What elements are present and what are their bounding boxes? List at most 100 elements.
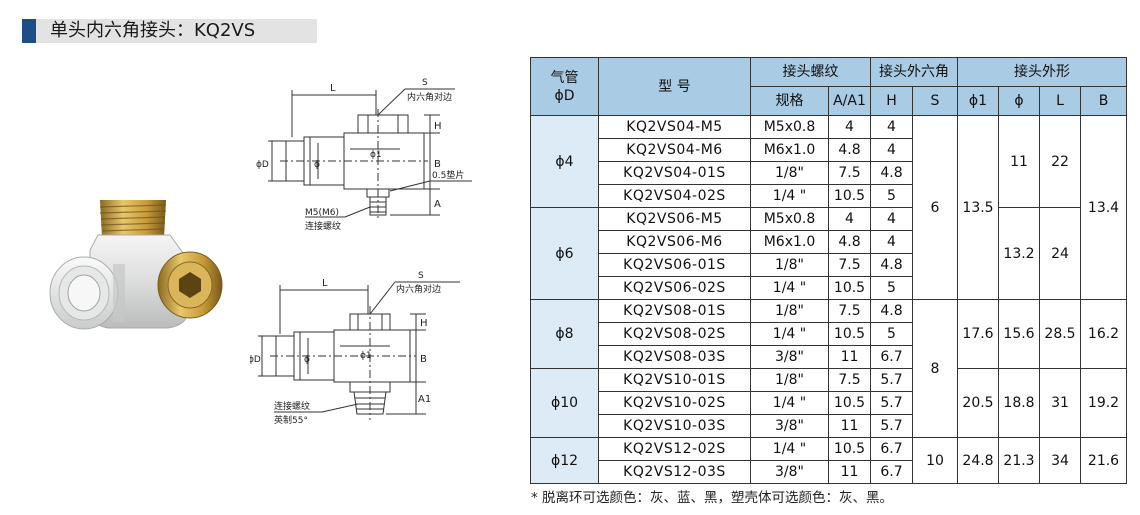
l-cell: 28.5	[1039, 299, 1081, 369]
title-bar	[22, 19, 317, 43]
header-spec: 规格	[750, 86, 829, 116]
phi-cell: 13.2	[998, 207, 1040, 300]
dim-l-label: L	[322, 278, 328, 289]
model-cell: KQ2VS06-01S	[598, 253, 751, 277]
dim-s-label: S	[422, 78, 428, 88]
header-thread: 接头螺纹	[750, 57, 871, 87]
header-phi: ϕ	[998, 86, 1040, 116]
thread-label: 连接螺纹	[274, 400, 310, 412]
a-cell: 11	[828, 460, 871, 484]
phi-cell: 15.6	[998, 299, 1040, 369]
a-cell: 10.5	[828, 276, 871, 300]
model-cell: KQ2VS04-M5	[598, 115, 751, 139]
phi-cell: 18.8	[998, 368, 1040, 438]
phi1-cell: 17.6	[957, 299, 999, 369]
spec-table: 气管 ϕD 型 号 接头螺纹 接头外六角 接头外形 规格 A/A1 H S ϕ1…	[530, 57, 1127, 484]
h-cell: 4	[870, 138, 913, 162]
phi1-cell: 24.8	[957, 437, 999, 484]
header-tube: 气管 ϕD	[530, 57, 599, 116]
model-cell: KQ2VS04-01S	[598, 161, 751, 185]
table-row: KQ2VS06-02S 1/4 " 10.5 5	[531, 276, 1127, 300]
spec-cell: 1/8"	[750, 368, 829, 392]
spec-cell: 1/4 "	[750, 437, 829, 461]
a-cell: 4	[828, 207, 871, 231]
header-h: H	[870, 86, 913, 116]
spec-cell: 1/4 "	[750, 184, 829, 208]
thread-size-label: M5(M6)	[305, 208, 339, 218]
thread-std-label: 英制55°	[274, 414, 308, 426]
model-cell: KQ2VS04-02S	[598, 184, 751, 208]
spec-cell: 1/4 "	[750, 276, 829, 300]
header-tube-line1: 气管	[550, 69, 579, 86]
table-row: KQ2VS08-03S 3/8" 11 6.7	[531, 345, 1127, 369]
dim-a-label: A	[434, 199, 441, 210]
drawing-top: L S 内六角对边 ϕD ϕ ϕ1 H B A 0.5垫片 M5(M6) 连接螺…	[256, 78, 472, 232]
a-cell: 10.5	[828, 322, 871, 346]
dim-phi1-label: ϕ1	[360, 351, 372, 361]
model-cell: KQ2VS10-01S	[598, 368, 751, 392]
gasket-label: 0.5垫片	[432, 169, 464, 181]
spec-cell: 1/4 "	[750, 322, 829, 346]
dim-phi-label: ϕ	[314, 160, 320, 170]
a-cell: 10.5	[828, 184, 871, 208]
header-phi1: ϕ1	[957, 86, 999, 116]
model-cell: KQ2VS10-02S	[598, 391, 751, 415]
header-l: L	[1039, 86, 1081, 116]
model-cell: KQ2VS12-02S	[598, 437, 751, 461]
table-row: KQ2VS04-M6 M6x1.0 4.8 4	[531, 138, 1127, 162]
tube-group-cell: ϕ4	[530, 115, 599, 208]
b-cell: 13.4	[1080, 115, 1127, 300]
dim-s-label: S	[418, 271, 424, 281]
h-cell: 4	[870, 115, 913, 139]
table-row: ϕ4 KQ2VS04-M5 M5x0.8 4 4 6 13.5 11 22 13…	[530, 115, 1127, 300]
h-cell: 5.7	[870, 414, 913, 438]
table-row: ϕ10 KQ2VS10-01S 1/8" 7.5 5.7 20.5 18.8 3…	[530, 368, 1127, 438]
s-cell: 8	[912, 299, 958, 438]
title-accent-mark	[22, 19, 36, 43]
dim-a1-label: A1	[418, 394, 431, 405]
model-cell: KQ2VS08-03S	[598, 345, 751, 369]
spec-cell: M5x0.8	[750, 115, 829, 139]
table-row: KQ2VS10-03S 3/8" 11 5.7	[531, 414, 1127, 438]
table-row: KQ2VS08-02S 1/4 " 10.5 5	[531, 322, 1127, 346]
page-title: 单头内六角接头：KQ2VS	[50, 20, 256, 41]
table-row: ϕ12 KQ2VS12-02S 1/4 " 10.5 6.7 10 24.8 2…	[530, 437, 1127, 484]
h-cell: 6.7	[870, 460, 913, 484]
model-cell: KQ2VS08-02S	[598, 322, 751, 346]
h-cell: 5.7	[870, 391, 913, 415]
a-cell: 4.8	[828, 138, 871, 162]
model-cell: KQ2VS08-01S	[598, 299, 751, 323]
spec-cell: 1/8"	[750, 253, 829, 277]
b-cell: 16.2	[1080, 299, 1127, 369]
h-cell: 4	[870, 230, 913, 254]
table-row: KQ2VS04-02S 1/4 " 10.5 5	[531, 184, 1127, 208]
model-cell: KQ2VS04-M6	[598, 138, 751, 162]
thread-label: 连接螺纹	[305, 220, 341, 232]
dim-phi-label: ϕ	[304, 355, 310, 365]
drawing-bottom: L S 内六角对边 ϕD ϕ ϕ1 H B A1 连接螺纹 英制55°	[250, 271, 460, 426]
table-row: KQ2VS12-03S 3/8" 11 6.7	[531, 460, 1127, 484]
model-cell: KQ2VS10-03S	[598, 414, 751, 438]
h-cell: 4	[870, 207, 913, 231]
dim-b-label: B	[434, 159, 441, 170]
dim-phi1-label: ϕ1	[370, 150, 382, 160]
dim-h-label: H	[434, 121, 442, 132]
header-s: S	[912, 86, 958, 116]
phi1-cell: 20.5	[957, 368, 999, 438]
tube-group-cell: ϕ10	[530, 368, 599, 438]
l-cell: 31	[1039, 368, 1081, 438]
a-cell: 7.5	[828, 368, 871, 392]
spec-cell: 3/8"	[750, 460, 829, 484]
product-photo	[49, 200, 223, 330]
h-cell: 4.8	[870, 161, 913, 185]
s-cell: 6	[912, 115, 958, 300]
a-cell: 11	[828, 345, 871, 369]
footnote: * 脱离环可选颜色：灰、蓝、黑，塑壳体可选颜色：灰、黑。	[531, 490, 894, 506]
header-model: 型 号	[598, 57, 751, 116]
model-cell: KQ2VS06-02S	[598, 276, 751, 300]
h-cell: 5	[870, 276, 913, 300]
dim-phid-label: ϕD	[256, 160, 269, 170]
model-cell: KQ2VS12-03S	[598, 460, 751, 484]
hex-label: 内六角对边	[396, 283, 441, 295]
table-row: KQ2VS04-01S 1/8" 7.5 4.8	[531, 161, 1127, 185]
